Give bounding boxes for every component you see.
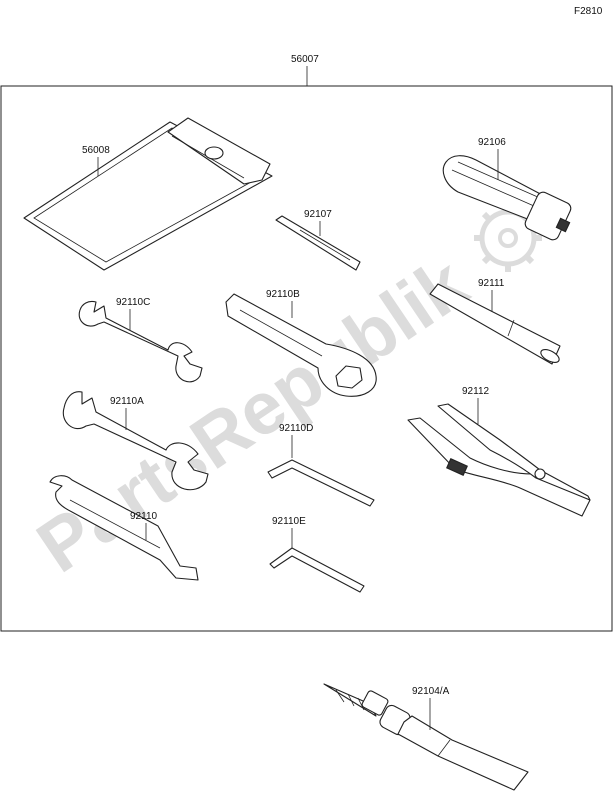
hex-key-small — [269, 547, 365, 593]
ring-wrench — [225, 293, 377, 397]
extension-bar — [429, 283, 561, 365]
spanner-wrench — [49, 475, 199, 581]
label-92112: 92112 — [462, 386, 490, 397]
pliers — [407, 403, 591, 517]
label-92104A: 92104/A — [412, 686, 450, 697]
open-end-wrench-small — [78, 300, 203, 383]
hex-key-large — [267, 459, 375, 507]
tool-bag — [23, 117, 273, 271]
screwdriver-handle — [442, 155, 572, 241]
figure-code: F2810 — [574, 6, 603, 17]
label-92111: 92111 — [478, 278, 505, 289]
grease-tube — [323, 683, 529, 791]
label-56007: 56007 — [291, 54, 319, 65]
label-92110B: 92110B — [266, 289, 300, 300]
label-92106: 92106 — [478, 137, 506, 148]
label-92110A: 92110A — [110, 396, 144, 407]
label-56008: 56008 — [82, 145, 110, 156]
label-92110: 92110 — [130, 511, 158, 522]
tool-kit-frame — [0, 85, 613, 632]
label-92110E: 92110E — [272, 516, 306, 527]
label-92110C: 92110C — [116, 297, 150, 308]
open-end-wrench-medium — [62, 391, 209, 491]
screwdriver-bit — [275, 215, 361, 271]
label-92110D: 92110D — [279, 423, 313, 434]
label-92107: 92107 — [304, 209, 332, 220]
